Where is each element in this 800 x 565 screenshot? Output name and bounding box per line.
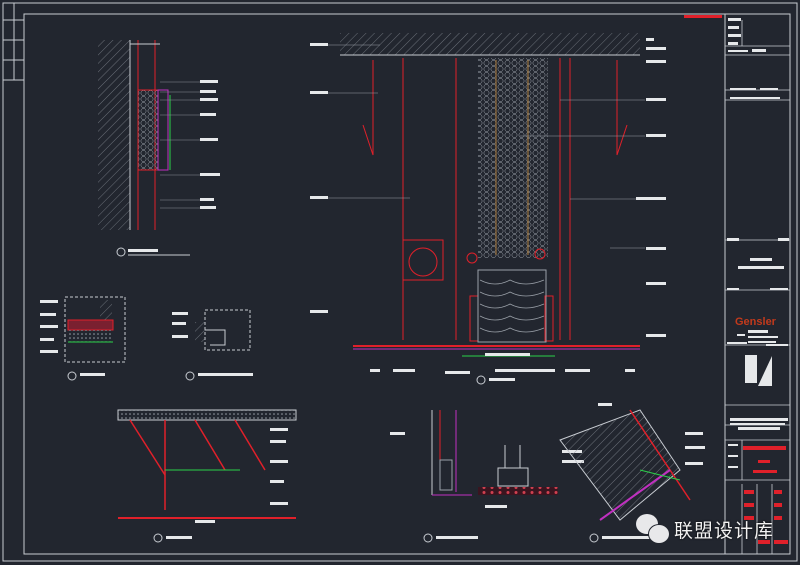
gensler-logo: Gensler (735, 316, 776, 328)
wechat-icon (636, 514, 670, 544)
title-block (725, 20, 790, 554)
detail-corner-section (172, 309, 253, 381)
title-block-red (743, 446, 788, 544)
watermark-text: 联盟设计库 (674, 519, 775, 542)
watermark: 联盟设计库 (636, 514, 774, 544)
title-block-text (727, 18, 789, 468)
detail-angled-panel (559, 403, 705, 543)
logo-mark (758, 356, 772, 386)
detail-floor-section (40, 296, 126, 381)
detail-ceiling-bracket (117, 409, 297, 543)
detail-door-jamb (390, 410, 584, 543)
detail-main-section (310, 33, 666, 385)
detail-wall-section-1 (98, 40, 220, 257)
